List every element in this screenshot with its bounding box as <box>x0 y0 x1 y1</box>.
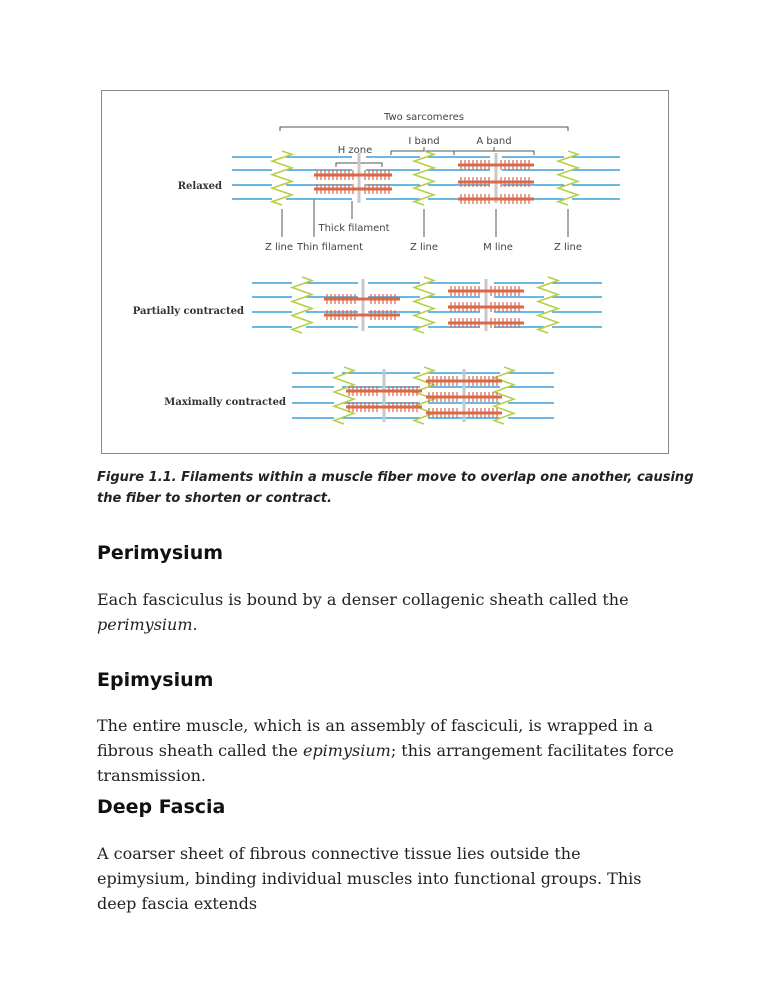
myosin-heads <box>428 392 498 402</box>
sarcomere-rows <box>232 150 620 425</box>
z-line <box>411 276 437 334</box>
myosin-heads <box>348 402 418 412</box>
paragraph-emphasis: epimysium <box>302 741 391 760</box>
myosin-heads <box>450 286 520 296</box>
myosin-heads <box>348 386 418 396</box>
thick-filament-label: Thick filament <box>317 223 389 234</box>
myosin-heads <box>428 408 498 418</box>
myosin-heads <box>316 170 390 180</box>
maximally-contracted-label: Maximally contracted <box>164 397 286 408</box>
myosin-heads <box>316 184 390 194</box>
myosin-heads <box>460 194 530 204</box>
myosin-heads <box>326 294 396 304</box>
thin-filament-label: Thin filament <box>296 242 363 253</box>
heading-perimysium: Perimysium <box>97 542 224 564</box>
i-band-bracket <box>390 150 455 155</box>
paragraph-text: Each fasciculus is bound by a denser col… <box>97 590 629 609</box>
two-sarcomeres-label: Two sarcomeres <box>383 112 464 123</box>
partially-contracted-label: Partially contracted <box>133 306 244 317</box>
z-line-label-2: Z line <box>410 242 438 253</box>
z-line-label-3: Z line <box>554 242 582 253</box>
paragraph-emphasis: perimysium <box>97 615 193 634</box>
h-zone-label: H zone <box>338 145 373 156</box>
figure-frame: Two sarcomeres I band A band H zone Rela… <box>101 90 669 454</box>
myosin-heads <box>450 318 520 328</box>
two-sarcomeres-bracket <box>279 126 569 131</box>
annotation-lines <box>279 126 569 237</box>
m-line-label: M line <box>483 242 513 253</box>
z-line <box>555 150 581 206</box>
z-line <box>289 276 315 334</box>
paragraph-text: A coarser sheet of fibrous connective ti… <box>97 844 642 913</box>
z-line <box>269 150 295 206</box>
figure-caption: Figure 1.1. Filaments within a muscle fi… <box>97 470 694 506</box>
myosin-heads <box>450 302 520 312</box>
z-line <box>331 366 357 425</box>
paragraph-epimysium: The entire muscle, which is an assembly … <box>97 713 677 788</box>
myosin-heads <box>326 310 396 320</box>
relaxed-label: Relaxed <box>178 181 222 192</box>
sarcomere-diagram: Two sarcomeres I band A band H zone Rela… <box>133 112 620 425</box>
a-band-label: A band <box>476 136 511 147</box>
z-line <box>411 366 437 425</box>
paragraph-deep-fascia: A coarser sheet of fibrous connective ti… <box>97 841 677 916</box>
myosin-heads <box>428 376 498 386</box>
heading-deep-fascia: Deep Fascia <box>97 796 226 818</box>
paragraph-text: The entire muscle, which is an assembly … <box>97 716 654 760</box>
paragraph-text: . <box>192 615 198 634</box>
a-band-bracket <box>453 150 535 155</box>
heading-epimysium: Epimysium <box>97 669 214 691</box>
paragraph-perimysium: Each fasciculus is bound by a denser col… <box>97 587 677 637</box>
myosin-heads <box>460 177 530 187</box>
z-line-label-1: Z line <box>265 242 293 253</box>
z-line <box>535 276 561 334</box>
z-line <box>411 150 437 206</box>
paragraph-text: ; this arrangement facilitates force tra… <box>97 741 674 785</box>
myosin-heads <box>460 160 530 170</box>
i-band-label: I band <box>408 136 439 147</box>
